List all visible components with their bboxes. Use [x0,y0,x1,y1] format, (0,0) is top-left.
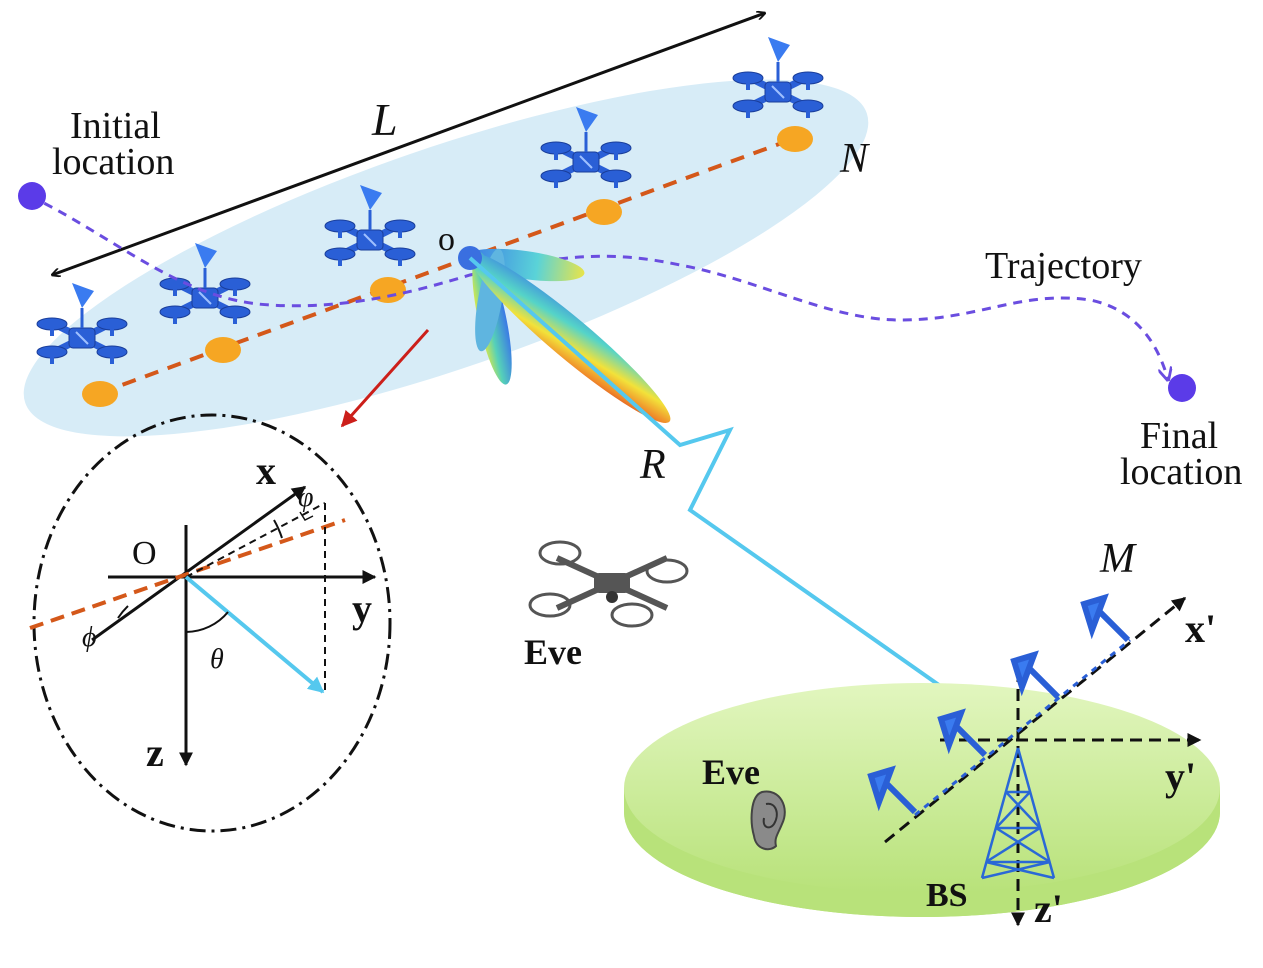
initial-location-line2: location [52,141,174,183]
antenna-icon [1014,655,1058,697]
inset-origin-label: O [132,535,157,572]
array-element [777,126,813,152]
bs-x-prime-label: x' [1185,606,1216,651]
initial-location-line1: Initial [70,105,161,147]
bs-array-line [914,638,1131,817]
final-location-line2: location [1120,451,1242,493]
array-element [586,199,622,225]
inset-coordinate-frame: O x y z φ ϕ θ [29,413,392,833]
bs-label: BS [926,877,968,914]
array-elements [82,126,813,407]
array-element [205,337,241,363]
beam-pattern [458,246,671,423]
ground-platform [624,683,1220,917]
initial-location-dot [18,182,46,210]
zoom-pointer-arrow [340,328,430,428]
bs-z-prime-label: z' [1034,886,1063,931]
trajectory-path [29,194,1168,380]
angle-phi-small-label: φ [298,482,314,513]
length-label: L [371,94,398,145]
eavesdropper-drone-icon [528,540,689,628]
inset-x-axis [91,485,307,642]
final-location-line1: Final [1140,415,1218,457]
inset-direction-vector [184,575,325,694]
tower-icon [980,747,1056,880]
eve-ground-label: Eve [702,752,760,792]
distance-label: R [639,442,666,488]
bs-y-prime-label: y' [1165,754,1196,799]
inset-boundary [32,413,392,833]
final-location-dot [1168,374,1196,402]
inset-x-label: x [256,448,276,493]
eve-air-label: Eve [524,632,582,672]
ear-icon [750,790,786,851]
count-bs-label: M [1099,536,1137,582]
link-path [468,256,1012,737]
inset-y-label: y [352,586,372,631]
array-element [82,381,118,407]
inset-array-direction [29,518,346,630]
antenna-icon [1084,598,1128,640]
length-arrow [52,13,765,275]
count-uav-label: N [839,136,870,182]
bs-x-prime-axis [884,596,1187,844]
trajectory-label: Trajectory [985,245,1142,287]
angle-theta-label: θ [210,644,224,675]
origin-label-top: o [438,221,455,258]
inset-projection-dashed [185,502,326,578]
angle-phi-label: ϕ [82,622,97,653]
inset-z-label: z [146,730,164,775]
